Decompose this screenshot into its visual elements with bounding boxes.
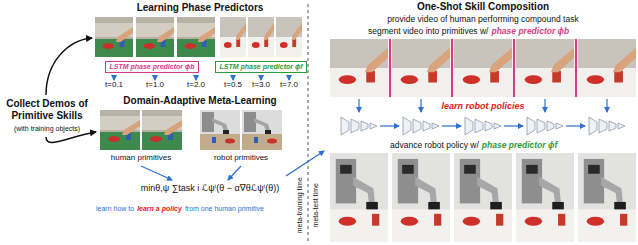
- art-line: [288, 75, 289, 80]
- label-text: meta-test time: [312, 183, 320, 227]
- label-text: learn a policy: [137, 205, 182, 213]
- label-text: phase predictor ϕf: [482, 140, 557, 150]
- art-line: [504, 125, 523, 126]
- predictor-box: LSTM phase predictor ϕb: [105, 61, 198, 73]
- photo-frame: [330, 153, 388, 242]
- network-icon: [465, 117, 501, 135]
- network-icon: [527, 117, 563, 135]
- label-text: human primitives: [111, 153, 171, 163]
- label-text: Learning Phase Predictors: [137, 2, 264, 14]
- art-line: [513, 39, 515, 97]
- label-text: advance robot policy w/: [390, 140, 479, 150]
- label-text: segment video into primitives w/: [368, 26, 488, 36]
- network-icon: [341, 117, 377, 135]
- label-text: (with training objects): [4, 125, 90, 133]
- label-text: t=0.1: [105, 80, 123, 90]
- art-line: [451, 39, 453, 97]
- label-text: Collect Demos of Primitive Skills: [4, 98, 90, 122]
- photo-frame: [242, 110, 282, 150]
- label-text: provide video of human performing compou…: [387, 14, 578, 24]
- label-text: robot primitives: [214, 153, 268, 163]
- network-icon: [403, 117, 439, 135]
- phase-arrows: [114, 75, 289, 80]
- node-text: LSTM phase predictor ϕb: [109, 63, 194, 71]
- arrow: [228, 166, 241, 180]
- art-line: [154, 75, 155, 80]
- advance-arrows: [380, 125, 585, 126]
- photo-frame: [276, 17, 302, 57]
- art-line: [575, 39, 577, 97]
- label-text: t=7.0: [280, 80, 298, 90]
- photo-frame: [100, 110, 140, 150]
- label-text: t=0.5: [224, 80, 242, 90]
- photo-frame: [142, 110, 182, 150]
- label-text: meta-training time: [296, 177, 304, 233]
- photo-frame: [516, 153, 574, 242]
- dashed-divider: [308, 4, 309, 241]
- art-line: [420, 99, 421, 112]
- curved-arrow: [46, 132, 96, 142]
- photo-frame: [330, 39, 388, 97]
- photo-frame: [578, 153, 636, 242]
- arrow: [286, 151, 324, 176]
- label-text: One-Shot Skill Composition: [417, 1, 549, 13]
- label-text: t=3.0: [252, 80, 270, 90]
- art-line: [195, 75, 196, 80]
- photo-frame: [392, 39, 450, 97]
- label-text: phase predictor ϕb: [491, 26, 569, 36]
- art-line: [606, 99, 607, 112]
- photo-frame: [454, 153, 512, 242]
- art-line: [232, 75, 233, 80]
- segment-marks: [390, 39, 576, 97]
- label-text: t=2.0: [187, 80, 205, 90]
- photo-frame: [578, 39, 636, 97]
- photo-frame: [177, 17, 215, 57]
- art-line: [260, 75, 261, 80]
- art-line: [113, 75, 114, 80]
- network-icon: [589, 117, 625, 135]
- photo-frame: [454, 39, 512, 97]
- photo-frame: [392, 153, 450, 242]
- arrow: [141, 166, 172, 180]
- photo-frame: [248, 17, 274, 57]
- down-arrows: [359, 99, 607, 112]
- photo-frame: [200, 110, 240, 150]
- art-line: [389, 39, 391, 97]
- curved-arrow: [46, 38, 92, 95]
- label-text: minθ,ψ ∑task i ℒψⁱ(θ − α∇θℒψⁱ(θ)): [141, 183, 279, 194]
- photo-frame: [136, 17, 174, 57]
- label-text: learn how to: [96, 205, 134, 213]
- art-line: [442, 125, 461, 126]
- art-line: [380, 125, 399, 126]
- predictor-box: LSTM phase predictor ϕf: [215, 61, 306, 73]
- photo-frame: [95, 17, 133, 57]
- photo-frame: [220, 17, 246, 57]
- node-text: LSTM phase predictor ϕf: [219, 63, 302, 71]
- label-text: from one human primitive: [185, 205, 264, 213]
- art-line: [544, 99, 545, 112]
- label-text: learn robot policies: [441, 101, 524, 112]
- photo-frame: [516, 39, 574, 97]
- label-text: t=1.0: [146, 80, 164, 90]
- art-line: [566, 125, 585, 126]
- art-line: [358, 99, 359, 112]
- label-text: Domain-Adaptive Meta-Learning: [123, 95, 276, 107]
